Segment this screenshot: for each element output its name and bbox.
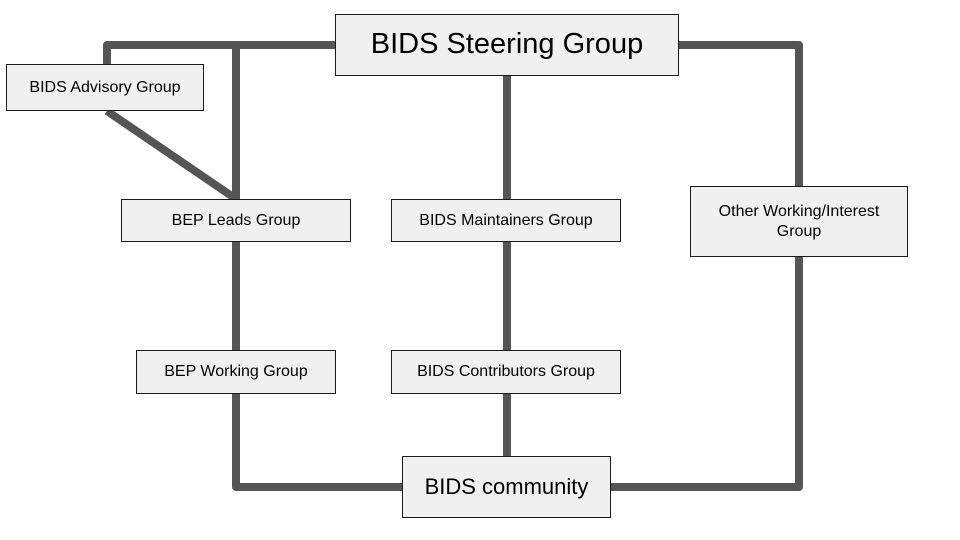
node-steering[interactable]: BIDS Steering Group xyxy=(335,14,679,76)
node-community-label: BIDS community xyxy=(424,473,589,499)
node-community[interactable]: BIDS community xyxy=(402,456,611,518)
edge-other-working-to-community xyxy=(611,257,803,491)
edge-advisory-to-bep-leads xyxy=(104,107,239,203)
node-advisory[interactable]: BIDS Advisory Group xyxy=(6,64,204,111)
node-bep_leads[interactable]: BEP Leads Group xyxy=(121,199,351,242)
node-contributors[interactable]: BIDS Contributors Group xyxy=(391,350,621,394)
node-bep_leads-label: BEP Leads Group xyxy=(171,211,301,229)
node-other_working-label: Other Working/Interest Group xyxy=(718,202,880,240)
node-maintainers-label: BIDS Maintainers Group xyxy=(419,211,593,229)
node-steering-label: BIDS Steering Group xyxy=(370,28,644,61)
node-bep_working[interactable]: BEP Working Group xyxy=(136,350,336,394)
node-advisory-label: BIDS Advisory Group xyxy=(29,78,181,96)
edge-steering-to-bep-leads xyxy=(232,41,335,199)
edge-bep-working-to-community xyxy=(232,394,402,491)
node-maintainers[interactable]: BIDS Maintainers Group xyxy=(391,199,621,242)
node-other_working[interactable]: Other Working/Interest Group xyxy=(690,186,908,257)
edge-steering-to-other-working xyxy=(679,41,803,186)
node-contributors-label: BIDS Contributors Group xyxy=(417,363,595,381)
node-bep_working-label: BEP Working Group xyxy=(164,363,308,381)
